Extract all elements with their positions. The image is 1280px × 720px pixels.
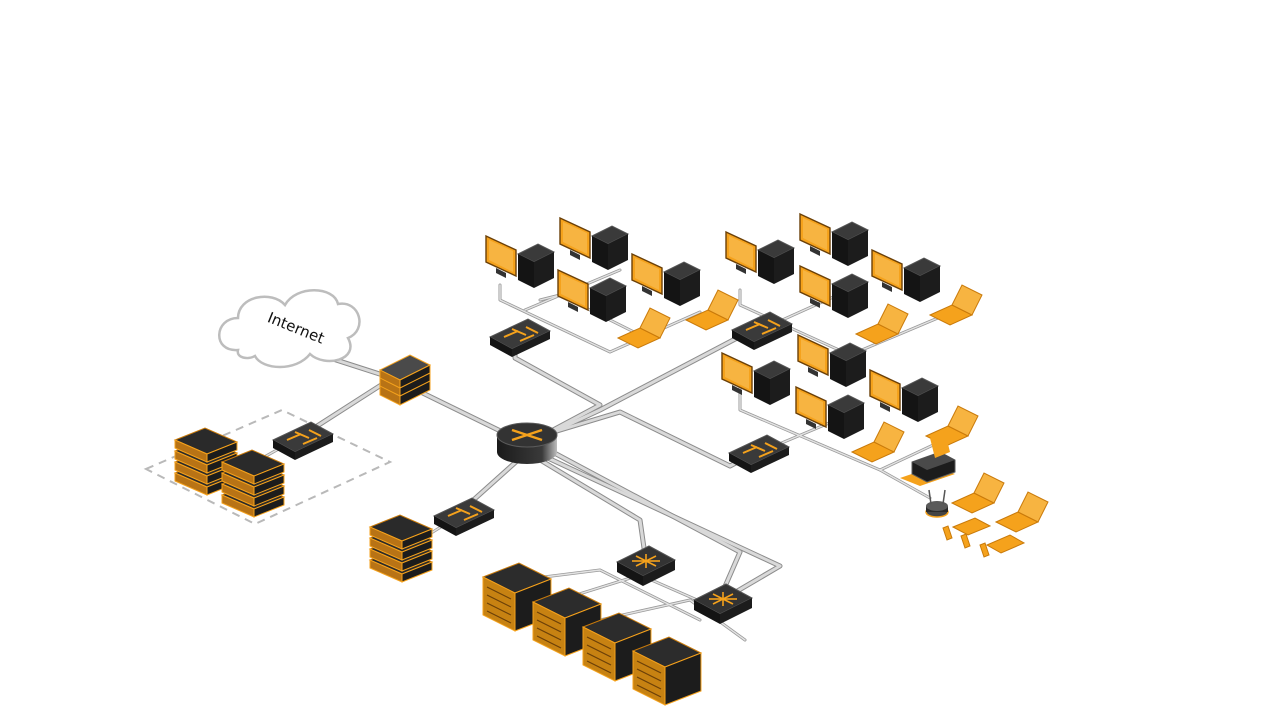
dmz-zone-boundary [143,408,393,526]
storage-array-icon[interactable] [531,587,603,657]
laptop-icon[interactable] [684,289,739,331]
phone-icon[interactable] [979,542,990,558]
laptop-icon[interactable] [928,284,983,326]
desktop-computer-icon[interactable] [559,216,630,270]
laptop-icon[interactable] [616,307,671,349]
switch-icon[interactable] [730,311,794,350]
printer-icon[interactable] [900,432,956,486]
desktop-computer-icon[interactable] [797,333,868,387]
workstation-group [485,212,1049,533]
storage-array-icon[interactable] [581,612,653,682]
core-switch-icon[interactable] [692,583,754,624]
laptop-icon[interactable] [854,303,909,345]
desktop-computer-icon[interactable] [631,252,702,306]
desktop-computer-icon[interactable] [725,230,796,284]
firewall-icon[interactable] [378,354,432,406]
desktop-computer-icon[interactable] [871,248,942,302]
phone-icon[interactable] [960,533,971,549]
core-switch-icon[interactable] [615,545,677,586]
desktop-computer-icon[interactable] [799,212,870,266]
wireless-access-point-icon[interactable] [925,489,949,518]
router-icon[interactable] [496,422,558,464]
desktop-computer-icon[interactable] [799,264,870,318]
laptop-icon[interactable] [994,491,1049,533]
laptop-icon[interactable] [850,421,905,463]
switch-icon[interactable] [432,497,496,536]
desktop-computer-icon[interactable] [795,385,866,439]
desktop-computer-icon[interactable] [869,368,940,422]
switch-icon[interactable] [488,318,552,357]
switch-icon[interactable] [271,421,335,460]
tablet-icon[interactable] [985,534,1026,554]
storage-array-icon[interactable] [631,636,703,706]
desktop-computer-icon[interactable] [721,351,792,405]
desktop-computer-icon[interactable] [557,268,628,322]
server-stack-icon[interactable] [368,514,434,583]
phone-icon[interactable] [942,525,953,541]
switch-icon[interactable] [727,434,791,473]
internet-cloud-icon[interactable]: Internet [218,289,361,369]
tablet-icon[interactable] [951,517,992,536]
server-stack-icon[interactable] [220,449,286,518]
laptop-icon[interactable] [950,472,1005,514]
desktop-computer-icon[interactable] [485,234,556,288]
